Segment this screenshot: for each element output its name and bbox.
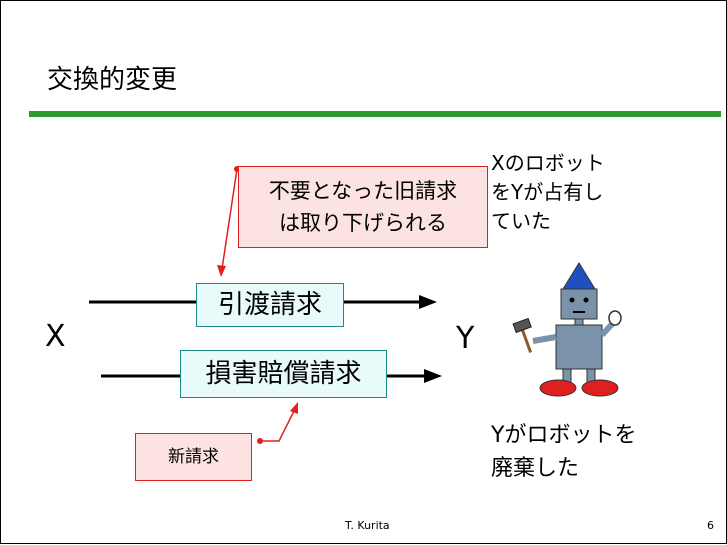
callout-old-connector [221, 168, 238, 270]
callout-new-claim: 新請求 [135, 433, 252, 481]
claim-1-arrowhead [419, 295, 437, 309]
note-x-line-1: Xのロボット [491, 151, 605, 175]
claim-delivery-box: 引渡請求 [196, 283, 344, 327]
note-x-possession: Xのロボット をYが占有し ていた [491, 149, 691, 236]
party-y-label: Y [456, 321, 475, 356]
robot-mouth [573, 311, 585, 313]
note-y-line-2: 廃棄した [491, 456, 580, 481]
robot-foot-left [539, 379, 577, 397]
robot-body [555, 324, 603, 370]
note-y-disposal: Yがロボットを 廃棄した [491, 419, 701, 485]
robot-illustration [512, 262, 622, 397]
callout-old-line-2: は取り下げられる [279, 211, 447, 235]
robot-head [560, 288, 598, 320]
footer-page-number: 6 [707, 519, 714, 532]
claim-damages-box: 損害賠償請求 [180, 350, 387, 398]
note-x-line-3: ていた [491, 209, 551, 233]
party-x-label: X [45, 319, 66, 354]
robot-hat [562, 262, 596, 290]
robot-hand-right [608, 310, 622, 326]
robot-eye-left [569, 297, 575, 303]
robot-foot-right [581, 379, 619, 397]
callout-new-connector [260, 408, 296, 442]
robot-arm-right [599, 320, 616, 338]
note-y-line-1: Yがロボットを [491, 423, 637, 448]
robot-neck [574, 318, 584, 326]
hammer-icon [512, 317, 533, 353]
footer-author: T. Kurita [345, 519, 390, 532]
robot-arm-left [532, 334, 557, 344]
robot-eye-right [583, 297, 589, 303]
callout-old-connector-arrowhead [217, 265, 226, 277]
title-rule [29, 111, 721, 117]
callout-old-line-1: 不要となった旧請求 [268, 179, 458, 203]
claim-2-arrowhead [424, 369, 442, 383]
callout-old-claim: 不要となった旧請求 は取り下げられる [238, 166, 488, 248]
note-x-line-2: をYが占有し [491, 180, 604, 204]
slide-title: 交換的変更 [47, 65, 178, 95]
callout-new-connector-arrowhead [290, 402, 298, 414]
